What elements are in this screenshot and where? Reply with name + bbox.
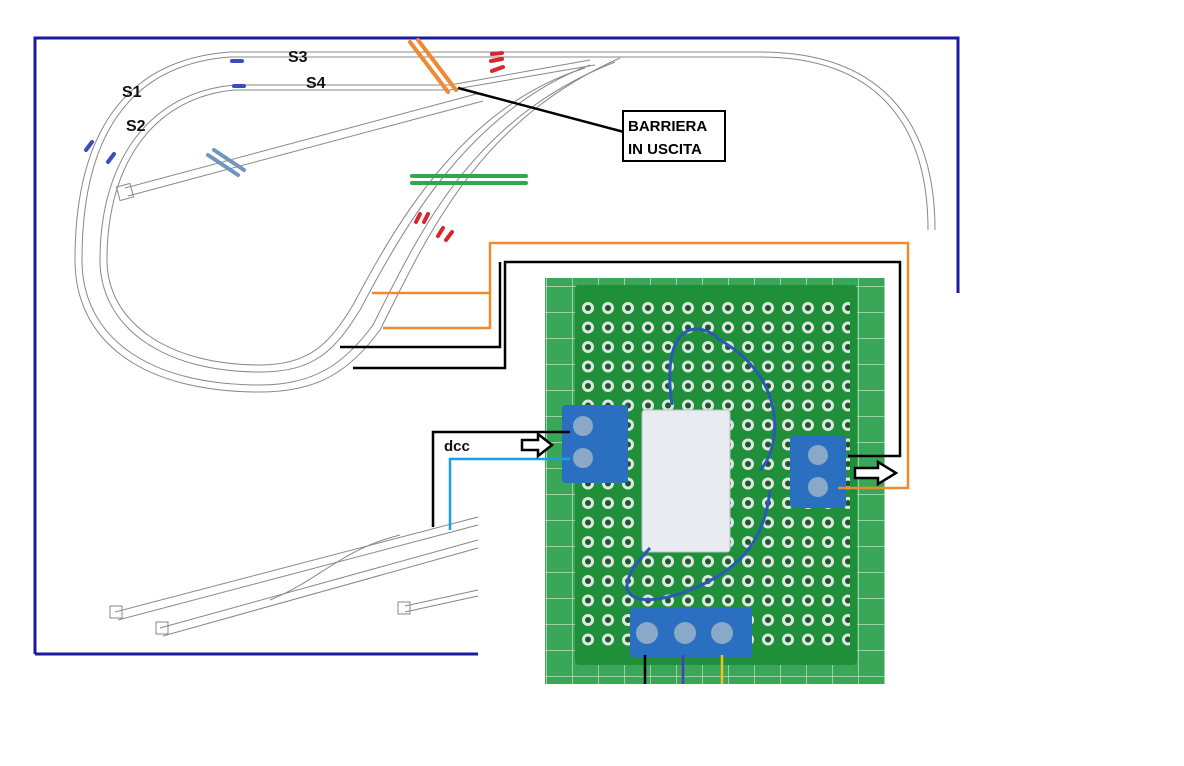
track-yard-2	[159, 539, 479, 637]
sensor-s1	[84, 140, 94, 152]
label-s4: S4	[306, 75, 326, 92]
barrier-label-line1: BARRIERA	[628, 118, 708, 135]
track-left-outer-b	[81, 56, 616, 386]
baseboard-border	[33, 36, 960, 656]
terminal-block-input	[562, 405, 628, 483]
track-yard-1	[114, 516, 479, 621]
sensor-s2	[106, 152, 116, 164]
label-s2: S2	[126, 118, 146, 135]
track-outer-loop	[230, 51, 936, 231]
signals	[414, 51, 505, 242]
barrier-exit-label: BARRIERA IN USCITA	[622, 110, 726, 162]
wire-dcc-black	[431, 430, 570, 527]
wire-dcc-lightblue	[448, 457, 570, 530]
buffer-stop	[397, 601, 411, 615]
label-dcc: dcc	[444, 438, 470, 455]
buffer-stop	[115, 182, 135, 202]
sensors	[84, 59, 246, 164]
buffer-stop	[155, 621, 169, 635]
barrier-entry	[212, 148, 246, 172]
barrier-entry	[206, 153, 240, 177]
buffer-stop	[109, 605, 123, 619]
track-plan	[74, 51, 936, 637]
terminal-block-output	[790, 436, 846, 508]
track-left-inner-b	[106, 67, 586, 366]
barrier-exit	[416, 38, 458, 92]
barrier-leader-line	[457, 86, 625, 134]
relay-board-photo	[545, 278, 885, 684]
barrier-label-line2: IN USCITA	[628, 141, 702, 158]
wire-black	[340, 260, 902, 458]
track-left-inner	[99, 64, 591, 373]
track-left-outer	[74, 51, 621, 393]
relay	[641, 409, 731, 553]
label-s1: S1	[122, 84, 142, 101]
track-spur	[124, 92, 484, 197]
wire-orange	[372, 241, 910, 490]
label-s3: S3	[288, 49, 308, 66]
arrow-output-icon	[853, 459, 899, 487]
arrow-input-icon	[520, 431, 555, 459]
track-yard-3	[404, 589, 479, 613]
barrier-exit	[408, 40, 450, 94]
track-yard-switch	[269, 534, 401, 601]
jumper-wire	[625, 327, 777, 602]
